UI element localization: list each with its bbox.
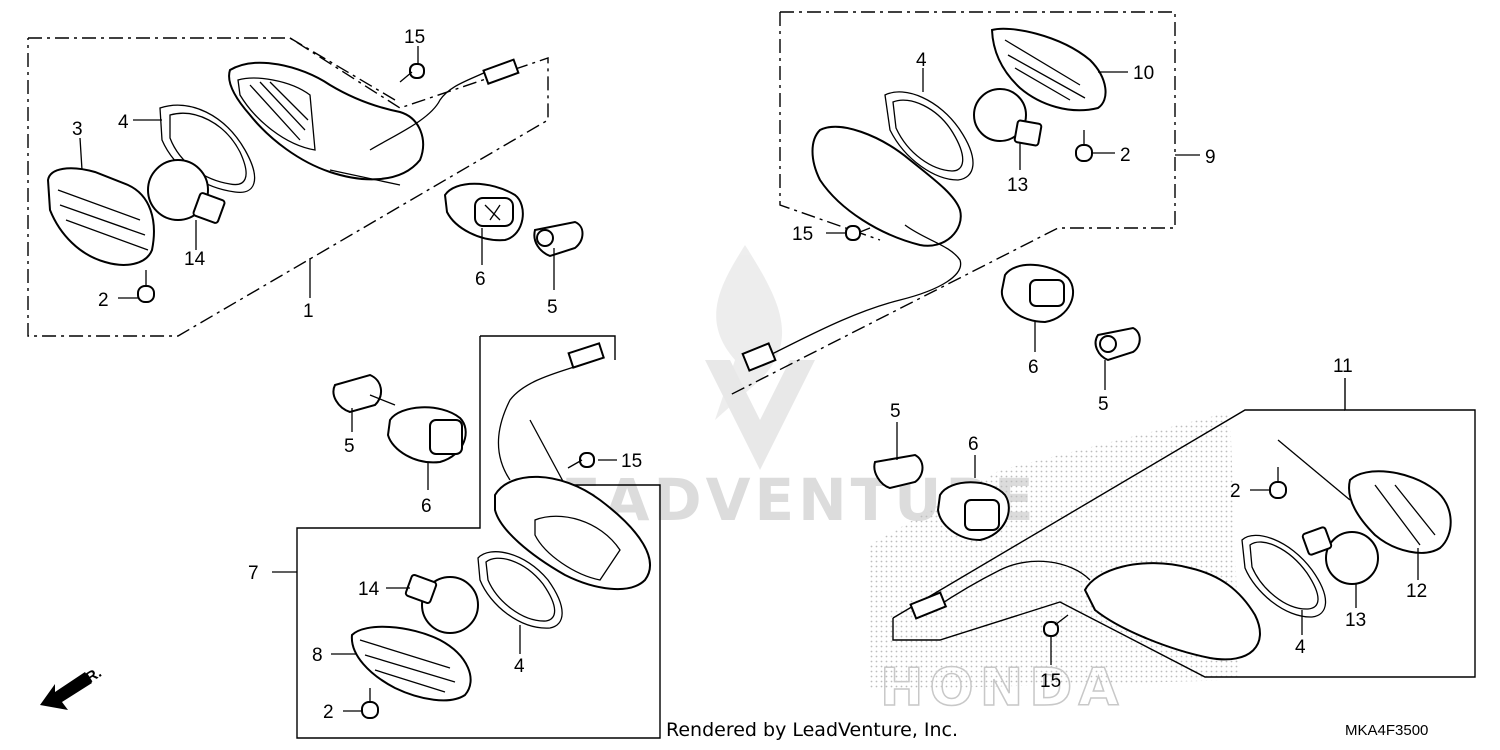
gasket-4-middle[interactable] [477,551,563,629]
callout-4-lower: 4 [1295,637,1306,658]
diagram-code: MKA4F3500 [1345,722,1429,739]
leaders-1 [79,46,555,299]
front-direction-arrow-icon: FR. [40,664,105,710]
callout-7: 7 [248,563,259,584]
callout-6-lower: 6 [968,434,979,455]
screw-15-lower[interactable] [1043,614,1069,637]
assembly-11-box [892,378,1476,678]
callout-14-middle: 14 [358,579,380,600]
callout-6-right: 6 [1028,357,1039,378]
rendered-by-credit: Rendered by LeadVenture, Inc. [666,719,959,741]
bulb-14[interactable] [147,159,226,224]
callout-12: 12 [1406,581,1427,602]
socket-5-lower[interactable] [873,453,924,490]
callout-15-right: 15 [792,224,813,245]
callout-11: 11 [1333,356,1353,377]
callout-2-right: 2 [1120,145,1131,166]
socket-6-right[interactable] [1000,263,1074,324]
callout-5-middle: 5 [344,436,355,457]
socket-5-middle[interactable] [332,373,396,414]
callout-5-right: 5 [1098,394,1109,415]
socket-5[interactable] [533,220,584,258]
callout-10: 10 [1133,63,1154,84]
callout-15-middle: 15 [621,451,642,472]
callout-15: 15 [404,27,425,48]
callout-15-lower: 15 [1040,671,1061,692]
lens-8[interactable] [350,625,472,702]
bulb-14-middle[interactable] [404,574,479,634]
bulb-13[interactable] [973,88,1043,147]
leaders-7 [331,408,617,712]
socket-5-right[interactable] [1094,326,1141,362]
screw-15[interactable] [399,63,425,83]
callout-5: 5 [547,297,558,318]
leaders-11 [896,422,1419,665]
housing-1[interactable] [228,58,520,186]
callout-13-lower: 13 [1345,610,1366,631]
callout-4-middle: 4 [514,656,525,677]
callout-6-middle: 6 [421,496,432,517]
callout-14: 14 [184,249,206,270]
housing-11[interactable] [909,560,1261,661]
callout-2: 2 [98,290,109,311]
callout-6: 6 [475,269,486,290]
screw-2-middle[interactable] [361,688,379,719]
bulb-13-lower[interactable] [1301,526,1379,585]
socket-6-middle[interactable] [386,406,467,464]
callout-2-middle: 2 [323,702,334,723]
callout-3: 3 [72,119,83,140]
housing-9[interactable] [741,125,962,372]
callout-1: 1 [303,301,314,322]
callout-5-lower: 5 [890,401,901,422]
screw-15-middle[interactable] [567,452,595,469]
callout-13: 13 [1007,175,1028,196]
lens-12[interactable] [1348,470,1452,554]
callout-9: 9 [1205,147,1216,168]
screw-2-lower[interactable] [1269,467,1287,499]
screw-2[interactable] [137,270,155,303]
honda-watermark-text: HONDA [880,658,1125,718]
housing-7[interactable] [494,342,651,591]
assembly-1-box [27,37,549,337]
lens-3[interactable] [46,167,155,266]
assembly-7-box [272,335,661,739]
socket-6-lower[interactable] [936,481,1010,542]
lens-10[interactable] [990,27,1107,112]
gasket-4-lower[interactable] [1241,534,1327,618]
leaders-9 [826,68,1128,390]
screw-15-right[interactable] [845,225,871,241]
callout-4-right: 4 [916,50,927,71]
callout-2-lower: 2 [1230,481,1241,502]
callout-8: 8 [312,645,323,666]
socket-6[interactable] [443,182,524,242]
gasket-4-right[interactable] [884,91,974,181]
callout-4: 4 [118,112,129,133]
screw-2-right[interactable] [1075,130,1093,162]
